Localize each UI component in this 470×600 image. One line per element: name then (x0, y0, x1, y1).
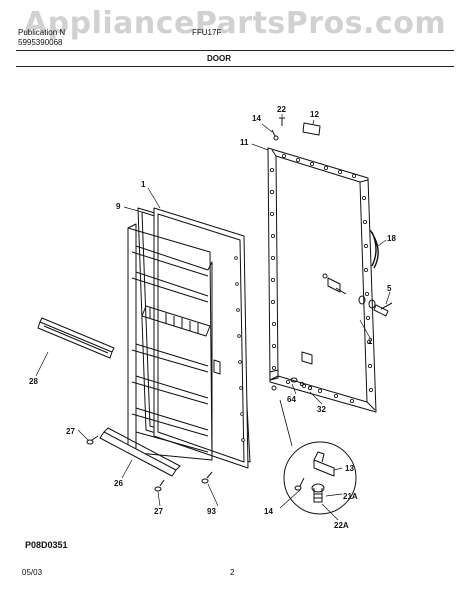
callout-27-bottom: 27 (154, 507, 163, 516)
watermark-text: AppliancePartsPros.com (23, 6, 447, 41)
screw-93 (201, 471, 213, 484)
callout-11: 11 (240, 138, 249, 147)
callout-13: 13 (345, 464, 354, 473)
callout-22a: 22A (334, 521, 349, 530)
callout-28: 28 (29, 377, 38, 386)
callout-12: 12 (310, 110, 319, 119)
callout-2: 2 (368, 337, 373, 346)
hinge-parts (269, 369, 313, 391)
top-screw (279, 117, 285, 126)
top-bushing (271, 129, 276, 137)
footer-date: 05/03 (22, 568, 43, 577)
diagram-code: P08D0351 (25, 540, 68, 550)
callout-26: 26 (114, 479, 123, 488)
callout-93: 93 (207, 507, 216, 516)
section-title: DOOR (207, 54, 231, 63)
callout-32: 32 (317, 405, 326, 414)
callout-9: 9 (116, 202, 121, 211)
callout-14-detail: 14 (264, 507, 273, 516)
publication-number: 5995390068 (18, 38, 63, 47)
outer-door-panel (267, 147, 377, 413)
callout-27-left: 27 (66, 427, 75, 436)
callout-22: 22 (277, 105, 286, 114)
callout-18: 18 (387, 234, 396, 243)
inner-door-liner (127, 207, 249, 469)
top-trim-strip (37, 317, 115, 359)
door-handle (369, 229, 379, 269)
bottom-trim-strip (99, 427, 181, 477)
hinge-detail-circle (279, 399, 357, 515)
lock-cylinder (358, 295, 393, 317)
header-rule-bottom (16, 66, 454, 67)
callout-14-top: 14 (252, 114, 261, 123)
screws-27 (86, 435, 165, 492)
header-rule-top (16, 50, 454, 51)
hinge-cover (302, 122, 321, 136)
callout-1: 1 (141, 180, 146, 189)
leader-lines (35, 114, 391, 521)
publication-label: Publication N (18, 28, 66, 37)
callout-21a: 21A (343, 492, 358, 501)
page-number: 2 (230, 568, 235, 577)
callout-5: 5 (387, 284, 392, 293)
model-number: FFU17F (192, 28, 222, 37)
callout-64: 64 (287, 395, 296, 404)
